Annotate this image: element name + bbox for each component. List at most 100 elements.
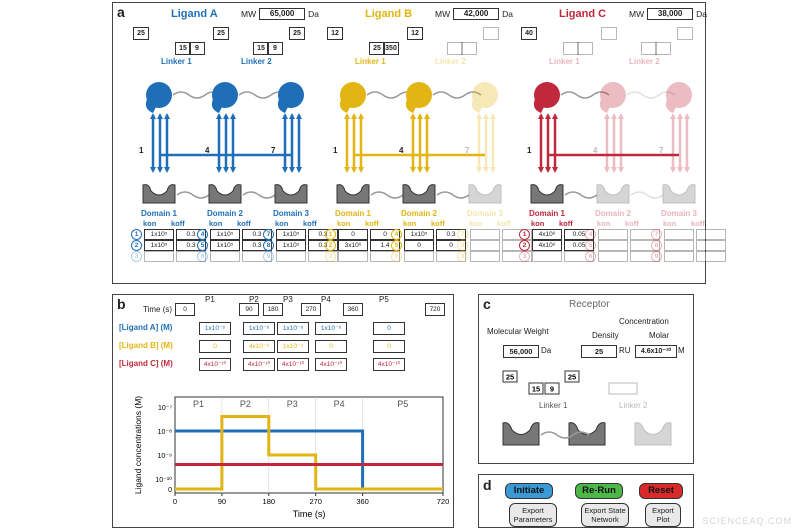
conc-input[interactable]: 4x10⁻¹⁰	[199, 358, 231, 371]
time-tick-box[interactable]: 90	[239, 303, 259, 316]
kon-input[interactable]: 4x10⁶	[532, 229, 562, 240]
conc-input[interactable]: 4x10⁻¹⁰	[373, 358, 405, 371]
export-plot-button[interactable]: Export Plot	[645, 503, 681, 527]
kon-input[interactable]	[404, 251, 434, 262]
kon-header: kon	[403, 219, 417, 228]
conc-input[interactable]: 1x10⁻⁸	[277, 322, 309, 335]
kon-input[interactable]	[598, 240, 628, 251]
koff-input[interactable]	[696, 229, 726, 240]
kon-input[interactable]	[470, 229, 500, 240]
conc-input[interactable]: 0	[373, 340, 405, 353]
linker-param-box[interactable]	[577, 42, 593, 55]
conc-input[interactable]: 4x10⁻¹⁰	[243, 358, 275, 371]
kon-input[interactable]	[664, 251, 694, 262]
density-box[interactable]: 25	[581, 345, 617, 358]
linker-param-box[interactable]: 9	[267, 42, 283, 55]
koff-input[interactable]: 0.3	[308, 240, 338, 251]
koff-input[interactable]	[696, 251, 726, 262]
time-tick-box[interactable]: 270	[301, 303, 321, 316]
linker-param-box[interactable]	[601, 27, 617, 40]
koff-input[interactable]	[502, 240, 532, 251]
receptor-linker2-box[interactable]	[608, 382, 638, 395]
koff-input[interactable]	[502, 251, 532, 262]
conc-input[interactable]: 1x10⁻⁸	[315, 322, 347, 335]
kon-input[interactable]: 4x10⁶	[532, 240, 562, 251]
linker-param-box[interactable]	[483, 27, 499, 40]
conc-input[interactable]: 1x10⁻⁸	[199, 322, 231, 335]
receptor-linker-box[interactable]: 25	[502, 370, 518, 383]
kon-input[interactable]: 1x10⁵	[144, 229, 174, 240]
conc-input[interactable]: 4x10⁻¹⁰	[277, 358, 309, 371]
conc-input[interactable]: 0	[199, 340, 231, 353]
linker-param-box[interactable]: 12	[327, 27, 343, 40]
linker-param-box[interactable]: 25	[369, 42, 385, 55]
kon-input[interactable]: 1x10⁵	[276, 240, 306, 251]
linker-param-box[interactable]: 25	[289, 27, 305, 40]
conc-input[interactable]: 1x10⁻⁸	[243, 322, 275, 335]
koff-input[interactable]	[308, 251, 338, 262]
export-state-network-button[interactable]: Export State Network	[581, 503, 629, 527]
time-tick-box[interactable]: 360	[343, 303, 363, 316]
conc-input[interactable]: 0	[373, 322, 405, 335]
linker-param-box[interactable]	[655, 42, 671, 55]
linker-param-box[interactable]: 15	[253, 42, 269, 55]
kon-input[interactable]: 0	[338, 229, 368, 240]
kon-input[interactable]	[664, 240, 694, 251]
linker-param-box[interactable]	[563, 42, 579, 55]
kon-input[interactable]: 1x10⁵	[210, 229, 240, 240]
koff-input[interactable]	[696, 240, 726, 251]
kon-input[interactable]: 1x10⁵	[144, 240, 174, 251]
time-tick-box[interactable]: 720	[425, 303, 445, 316]
kon-input[interactable]: 1x10⁵	[276, 229, 306, 240]
mw-input[interactable]: 42,000	[453, 8, 500, 20]
time-label: Time (s)	[143, 305, 173, 314]
rerun-button[interactable]: Re-Run	[575, 483, 623, 499]
koff-input[interactable]	[502, 229, 532, 240]
mw-value-box[interactable]: 56,000	[503, 345, 539, 358]
receptor-cup-icon	[568, 422, 606, 446]
linker-param-box[interactable]: 15	[175, 42, 191, 55]
kon-input[interactable]	[276, 251, 306, 262]
time-tick-box[interactable]: 0	[175, 303, 195, 316]
kon-input[interactable]: 1x10⁵	[210, 240, 240, 251]
linker-param-box[interactable]: 40	[521, 27, 537, 40]
conc-input[interactable]: 4x10⁻⁸	[243, 340, 275, 353]
kon-input[interactable]	[470, 251, 500, 262]
koff-input[interactable]: 0.3	[308, 229, 338, 240]
linker-param-box[interactable]: 25	[133, 27, 149, 40]
kon-input[interactable]: 1x10⁵	[404, 229, 434, 240]
kon-input[interactable]	[664, 229, 694, 240]
molar-box[interactable]: 4.6x10⁻¹⁰	[635, 345, 677, 358]
conc-input[interactable]: 0	[315, 340, 347, 353]
mw-input[interactable]: 38,000	[647, 8, 694, 20]
receptor-linker-box[interactable]: 9	[544, 382, 560, 395]
time-tick-box[interactable]: 180	[263, 303, 283, 316]
linker-param-box[interactable]: 9	[189, 42, 205, 55]
linker-param-box[interactable]: 350	[383, 42, 399, 55]
kon-header: kon	[209, 219, 223, 228]
kon-input[interactable]	[144, 251, 174, 262]
export-parameters-button[interactable]: Export Parameters	[509, 503, 557, 527]
kon-input[interactable]	[598, 251, 628, 262]
kon-input[interactable]: 0	[404, 240, 434, 251]
kon-input[interactable]	[598, 229, 628, 240]
linker-param-box[interactable]: 12	[407, 27, 423, 40]
mw-input[interactable]: 65,000	[259, 8, 306, 20]
linker-param-box[interactable]	[447, 42, 463, 55]
receptor-linker-box[interactable]: 15	[528, 382, 544, 395]
linker-param-box[interactable]	[677, 27, 693, 40]
reset-button[interactable]: Reset	[639, 483, 683, 499]
initiate-button[interactable]: Initiate	[505, 483, 553, 499]
kon-input[interactable]: 3x10⁶	[338, 240, 368, 251]
conc-input[interactable]: 4x10⁻¹⁰	[315, 358, 347, 371]
kon-input[interactable]	[470, 240, 500, 251]
kon-input[interactable]	[210, 251, 240, 262]
kon-input[interactable]	[532, 251, 562, 262]
linker-param-box[interactable]: 25	[213, 27, 229, 40]
linker-param-box[interactable]	[461, 42, 477, 55]
kon-input[interactable]	[338, 251, 368, 262]
receptor-linker-box[interactable]: 25	[564, 370, 580, 383]
linker-param-box[interactable]	[641, 42, 657, 55]
conc-input[interactable]: 1x10⁻⁹	[277, 340, 309, 353]
binding-arrow: 7	[271, 113, 302, 173]
